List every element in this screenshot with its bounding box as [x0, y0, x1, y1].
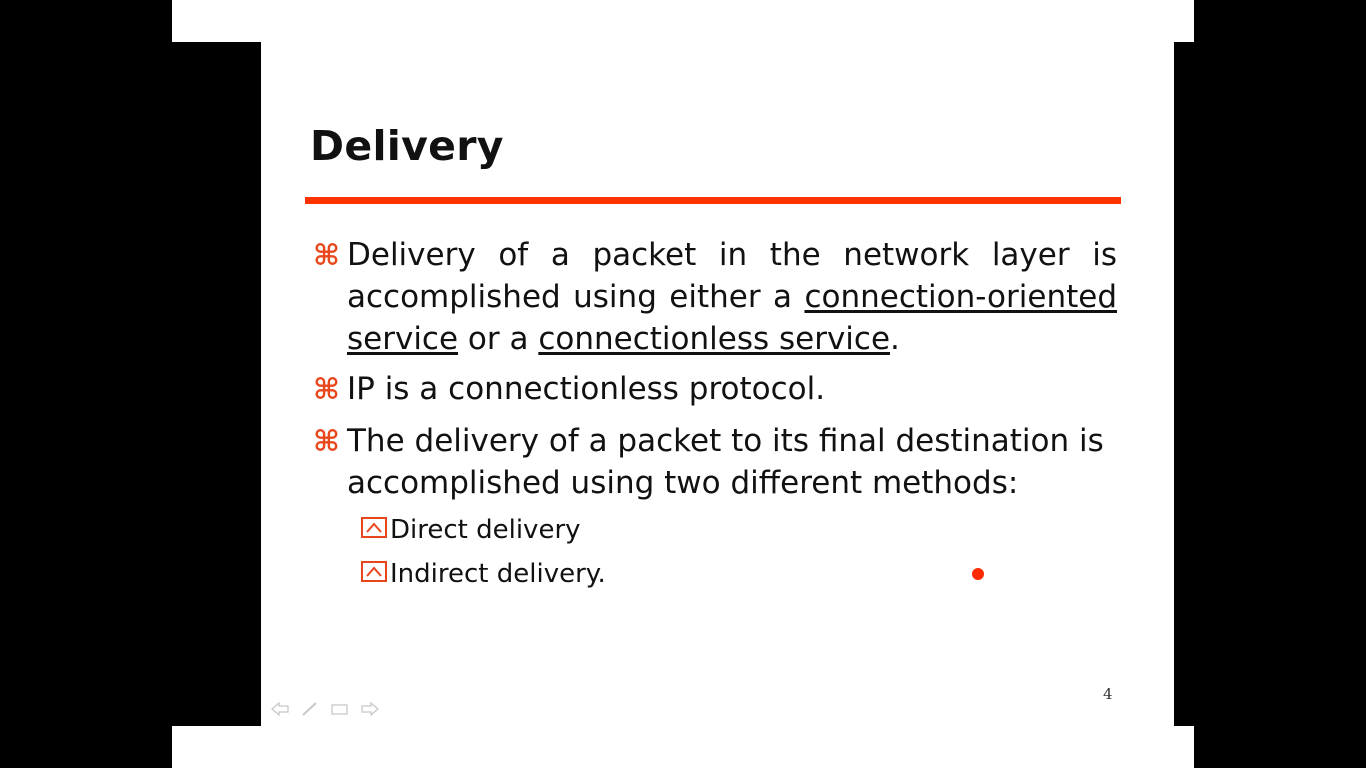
slide: Delivery ⌘ Delivery of a packet in the n…	[261, 42, 1174, 726]
slide-title: Delivery	[310, 122, 504, 170]
frame-bottom	[172, 726, 1194, 768]
laser-pointer-dot	[972, 568, 984, 580]
sub-bullet-1: Direct delivery	[361, 513, 581, 547]
slideshow-nav	[269, 701, 381, 717]
bullet-icon: ⌘	[313, 424, 340, 458]
title-underline	[305, 197, 1121, 204]
arrow-left-icon[interactable]	[269, 701, 291, 717]
pen-icon[interactable]	[299, 701, 321, 717]
bullet-2: ⌘ IP is a connectionless protocol.	[313, 368, 1117, 410]
sub-bullet-1-text: Direct delivery	[390, 515, 581, 545]
arrow-right-icon[interactable]	[359, 701, 381, 717]
frame-top	[172, 0, 1194, 42]
connection-oriented-link[interactable]: connection-oriented service	[347, 279, 1117, 357]
bullet-3: ⌘ The delivery of a packet to its final …	[313, 420, 1117, 504]
sub-bullet-icon	[361, 561, 387, 582]
menu-icon[interactable]	[329, 701, 351, 717]
bullet-2-text: IP is a connectionless protocol.	[347, 371, 826, 407]
bullet-1-text: Delivery of a packet in the network laye…	[347, 237, 1117, 357]
bullet-icon: ⌘	[313, 372, 340, 406]
sub-bullet-2: Indirect delivery.	[361, 557, 606, 591]
connectionless-link[interactable]: connectionless service	[538, 321, 891, 357]
page-number: 4	[1103, 685, 1113, 703]
bullet-3-text: The delivery of a packet to its final de…	[347, 423, 1104, 501]
bullet-1: ⌘ Delivery of a packet in the network la…	[313, 234, 1117, 360]
bullet-icon: ⌘	[313, 238, 340, 272]
sub-bullet-icon	[361, 517, 387, 538]
sub-bullet-2-text: Indirect delivery.	[390, 559, 606, 589]
